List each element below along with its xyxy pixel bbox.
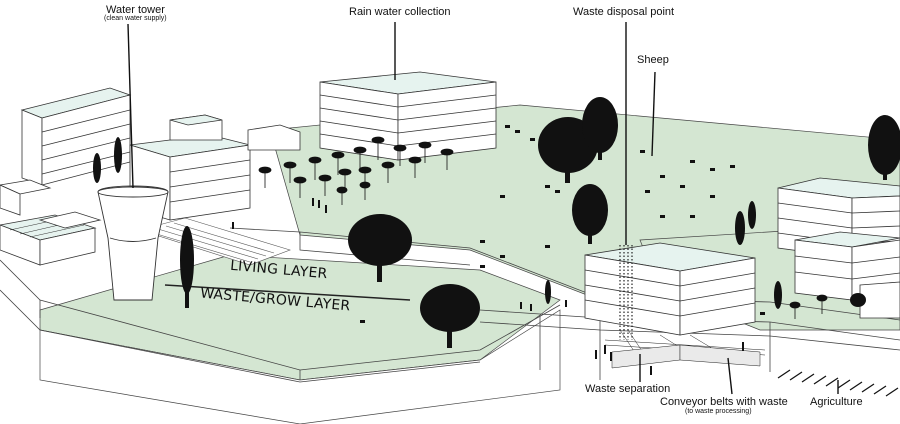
tree-small — [850, 293, 866, 307]
building-left-low — [0, 179, 102, 266]
label-water-tower-sub: (clean water supply) — [104, 15, 167, 22]
agriculture-field — [777, 369, 899, 397]
tree-large — [868, 115, 900, 180]
label-rain-water: Rain water collection — [349, 6, 451, 18]
tree-large — [572, 184, 608, 244]
tree-cypress — [545, 280, 551, 304]
lower-slab — [39, 309, 561, 424]
label-waste-disposal: Waste disposal point — [573, 6, 675, 18]
label-conveyor-sub: (to waste processing) — [685, 408, 752, 415]
tree-cypress — [114, 137, 122, 173]
building-center — [584, 242, 756, 336]
leader-sheep — [651, 71, 656, 157]
label-agriculture: Agriculture — [810, 396, 863, 408]
building-rain-water — [319, 71, 497, 161]
tree-cypress — [748, 201, 756, 229]
tree-large — [582, 97, 618, 160]
label-waste-separation: Waste separation — [585, 383, 671, 395]
building-left-tall — [20, 87, 132, 186]
label-sheep: Sheep — [637, 54, 669, 66]
leader-lines — [127, 22, 839, 395]
leader-water-tower — [127, 23, 134, 189]
palm-grove — [258, 136, 828, 319]
trees — [93, 97, 900, 348]
people — [232, 198, 744, 375]
label-water-tower: Water tower — [106, 4, 165, 16]
conveyor-area — [604, 329, 766, 369]
label-conveyor: Conveyor belts with waste — [660, 396, 788, 408]
tree-cypress — [774, 281, 782, 309]
tree-cypress — [93, 153, 101, 183]
leader-conveyor — [727, 357, 733, 395]
stairs — [138, 217, 291, 266]
tree-cypress — [180, 226, 194, 308]
tree-large — [348, 214, 412, 282]
sheep-flock — [360, 125, 765, 323]
buildings — [0, 71, 900, 336]
tree-cypress — [735, 211, 745, 245]
water-tower — [97, 185, 169, 301]
tree-large — [420, 284, 480, 348]
